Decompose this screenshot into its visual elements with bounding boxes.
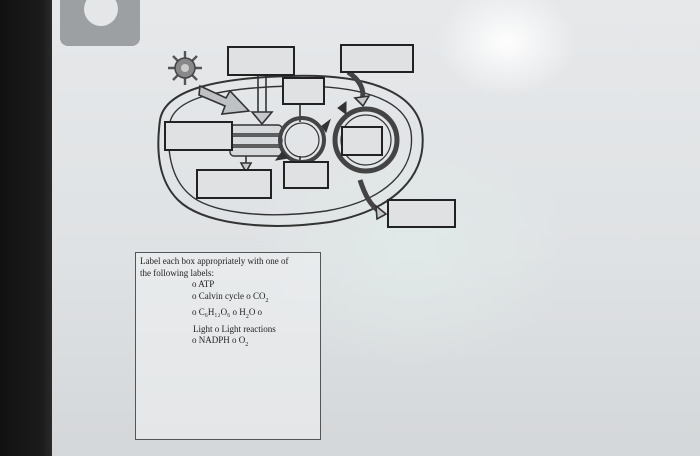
label-box-top-right[interactable] bbox=[340, 44, 414, 73]
label-box-left[interactable] bbox=[164, 121, 233, 151]
label-option-light: Light o Light reactions bbox=[193, 323, 276, 334]
label-option-nadph-o2: o NADPH o O2 bbox=[192, 335, 249, 348]
label-option-calvin-co2: o Calvin cycle o CO2 bbox=[192, 290, 269, 304]
instructions-line-2: the following labels: bbox=[140, 267, 214, 278]
label-box-top-left[interactable] bbox=[227, 46, 295, 76]
label-box-cycle-center[interactable] bbox=[341, 126, 383, 156]
label-boxes bbox=[164, 44, 456, 228]
instructions-line-1: Label each box appropriately with one of bbox=[140, 256, 289, 266]
sun-icon bbox=[168, 51, 202, 85]
label-box-bottom-left[interactable] bbox=[196, 169, 272, 199]
thylakoid-stack bbox=[229, 124, 283, 157]
top-widget-knob bbox=[84, 0, 118, 26]
device-bezel bbox=[0, 0, 52, 456]
label-box-bottom-right[interactable] bbox=[387, 199, 456, 228]
chloroplast-outer-membrane bbox=[157, 74, 424, 227]
label-box-middle-bottom[interactable] bbox=[283, 161, 329, 189]
arrow-icon bbox=[198, 84, 251, 115]
label-option-glucose-water: o C₆H₁₂O₆ o H2O o bbox=[192, 307, 263, 320]
instructions-box: Label each box appropriately with one of… bbox=[135, 252, 321, 440]
label-box-middle-top[interactable] bbox=[282, 77, 325, 105]
label-option-atp: o ATP bbox=[192, 279, 215, 290]
